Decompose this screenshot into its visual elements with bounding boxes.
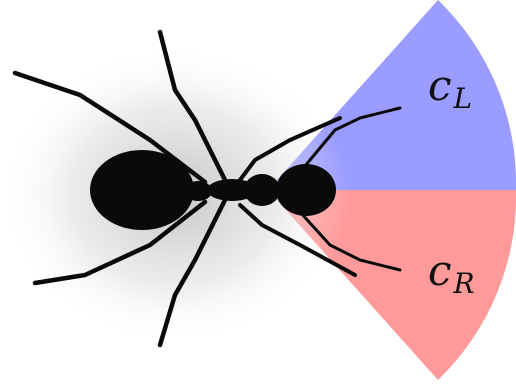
leg-hind-left (238, 116, 342, 182)
ant-thorax-front (244, 174, 280, 206)
left-subscript: L (453, 82, 473, 115)
ant-petiole (184, 181, 212, 201)
antenna-right (298, 210, 402, 272)
ant-icon (12, 29, 402, 348)
label-left-sector: cL (428, 61, 472, 115)
ant-antennae (298, 106, 402, 272)
svg-text:cR: cR (428, 246, 475, 300)
right-symbol: c (428, 246, 452, 295)
antenna-left (298, 106, 402, 174)
left-symbol: c (428, 61, 452, 110)
leg-front-right (157, 197, 228, 348)
ant-head (276, 164, 336, 216)
label-right-sector: cR (428, 246, 475, 300)
ant-gaster (90, 150, 194, 230)
ant-thorax (207, 179, 257, 201)
leg-hind-right (238, 203, 357, 277)
leg-front-left (157, 29, 228, 183)
right-subscript: R (453, 267, 475, 300)
svg-text:cL: cL (428, 61, 472, 115)
leg-mid-right (32, 199, 208, 286)
